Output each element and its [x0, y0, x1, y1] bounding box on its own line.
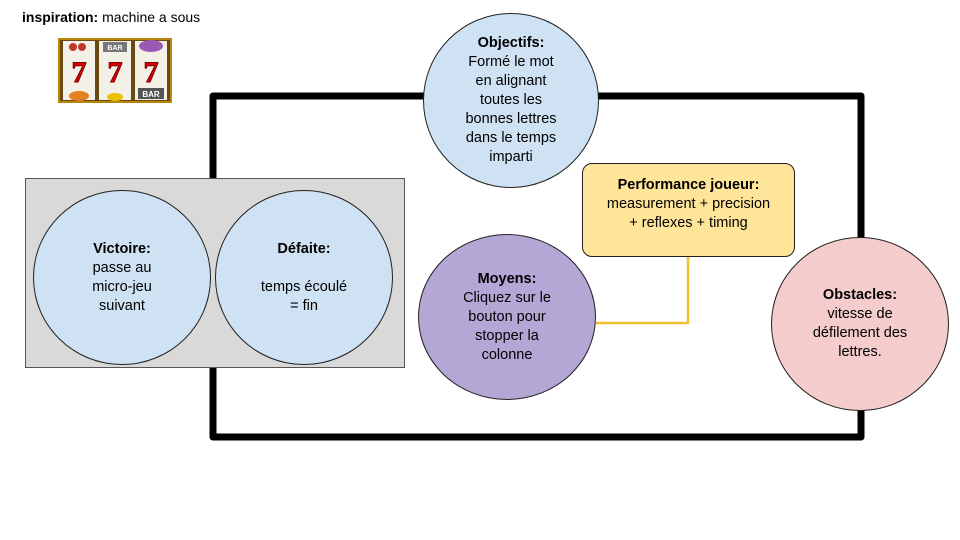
obstacles-line: défilement des	[812, 325, 908, 341]
victoire-line: suivant	[99, 297, 145, 314]
defaite-title: Défaite:	[277, 240, 331, 257]
defaite-circle: Défaite: temps écoulé = fin	[215, 190, 393, 365]
objectifs-line: imparti	[489, 149, 533, 165]
objectifs-line: dans le temps	[465, 130, 557, 146]
reel-symbol-1: 7	[72, 56, 87, 89]
moyens-line: bouton pour	[468, 308, 546, 325]
moyens-line: Cliquez sur le	[463, 289, 551, 306]
performance-line: measurement + precision	[606, 196, 771, 212]
inspiration-text: inspiration: machine a sous	[22, 9, 200, 25]
victoire-circle: Victoire: passe au micro-jeu suivant	[33, 190, 211, 365]
moyens-title: Moyens:	[477, 270, 537, 287]
victoire-title: Victoire:	[93, 240, 151, 257]
slot-machine-image: BAR BAR 7 7 7	[58, 38, 172, 103]
performance-line: + reflexes + timing	[629, 215, 748, 231]
performance-title: Performance joueur:	[617, 177, 760, 193]
reel-3: BAR	[135, 40, 167, 100]
victoire-line: micro-jeu	[92, 278, 152, 295]
victoire-line: passe au	[92, 259, 152, 276]
moyens-line: stopper la	[475, 327, 539, 344]
bar-top-label: BAR	[107, 45, 122, 52]
obstacles-circle: Obstacles: vitesse de défilement des let…	[771, 237, 949, 411]
objectifs-line: Formé le mot	[468, 54, 554, 70]
reel-symbol-2: 7	[108, 56, 123, 89]
obstacles-line: lettres.	[838, 344, 882, 360]
moyens-circle: Moyens: Cliquez sur le bouton pour stopp…	[418, 234, 596, 400]
objectifs-circle: Objectifs: Formé le mot en alignant tout…	[423, 13, 599, 188]
objectifs-line: toutes les	[479, 92, 543, 108]
defaite-line: temps écoulé	[260, 278, 348, 295]
performance-box: Performance joueur: measurement + precis…	[582, 163, 795, 257]
defaite-line: = fin	[290, 297, 318, 314]
reel-1	[63, 41, 95, 101]
bar-bottom-label: BAR	[142, 90, 160, 99]
moyens-line: colonne	[481, 346, 533, 363]
obstacles-line: vitesse de	[827, 306, 893, 322]
reel-2: BAR	[99, 41, 131, 101]
inspiration-value: machine a sous	[102, 9, 201, 25]
inspiration-label: inspiration:	[22, 9, 99, 25]
moyens-performance-connector	[596, 256, 690, 325]
obstacles-title: Obstacles:	[822, 287, 898, 303]
objectifs-line: bonnes lettres	[465, 111, 557, 127]
reel-symbol-3: 7	[144, 56, 159, 89]
objectifs-line: en alignant	[475, 73, 547, 89]
objectifs-title: Objectifs:	[477, 35, 545, 51]
